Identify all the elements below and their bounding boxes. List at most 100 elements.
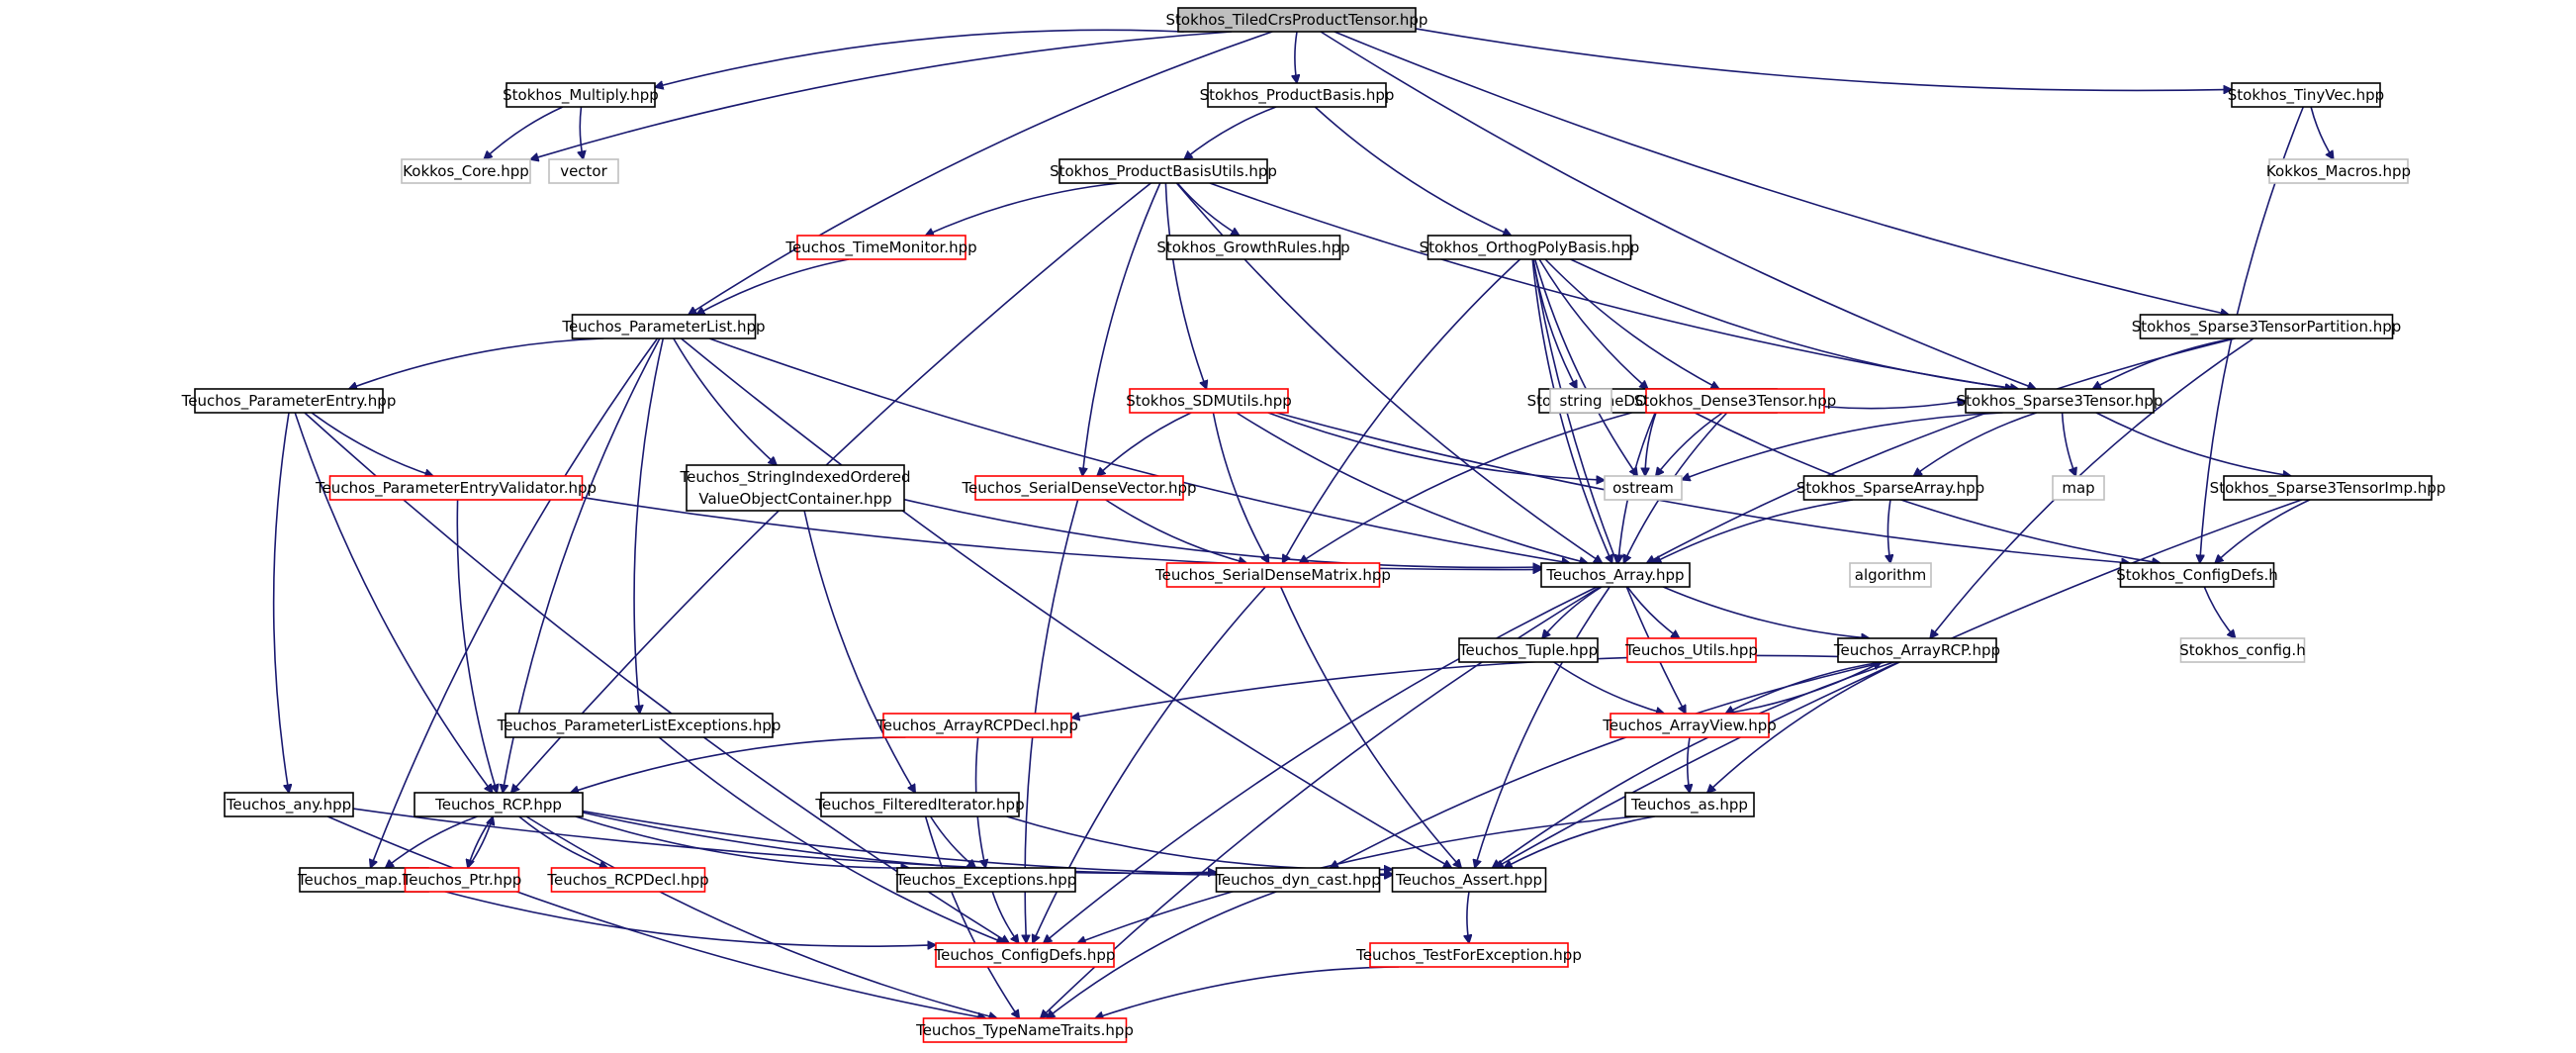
- node-label: Stokhos_ProductBasisUtils.hpp: [1050, 162, 1277, 181]
- edge-arrayrcp-to-as: [1707, 661, 1900, 793]
- node-s3timp[interactable]: Stokhos_Sparse3TensorImp.hpp: [2210, 475, 2446, 501]
- node-ostream[interactable]: ostream: [1604, 475, 1683, 501]
- node-label: Teuchos_ParameterEntry.hpp: [181, 392, 397, 411]
- edge-root-to-sparse3: [1320, 31, 2036, 389]
- node-timemonitor[interactable]: Teuchos_TimeMonitor.hpp: [784, 235, 977, 260]
- node-dense3[interactable]: Stokhos_Dense3Tensor.hpp: [1634, 388, 1837, 414]
- node-box: [224, 792, 354, 817]
- node-assert[interactable]: Teuchos_Assert.hpp: [1391, 867, 1547, 893]
- node-sparsearray[interactable]: Stokhos_SparseArray.hpp: [1796, 475, 1984, 501]
- node-growth[interactable]: Stokhos_GrowthRules.hpp: [1156, 235, 1350, 260]
- node-sparse3[interactable]: Stokhos_Sparse3Tensor.hpp: [1957, 388, 2163, 414]
- node-kokkoscore[interactable]: Kokkos_Core.hpp: [401, 158, 531, 184]
- node-algorithm[interactable]: algorithm: [1849, 562, 1932, 588]
- node-rcp[interactable]: Teuchos_RCP.hpp: [414, 792, 584, 817]
- node-label: Teuchos_ArrayRCP.hpp: [1833, 641, 2000, 660]
- node-s3tp[interactable]: Stokhos_Sparse3TensorPartition.hpp: [2132, 314, 2402, 339]
- edge-s3timp-to-assert: [1495, 499, 2302, 868]
- node-label: vector: [560, 162, 607, 180]
- node-sdm[interactable]: Teuchos_SerialDenseMatrix.hpp: [1154, 562, 1391, 588]
- node-label: algorithm: [1855, 566, 1926, 584]
- node-box: [1165, 235, 1341, 260]
- node-stokconfig[interactable]: Stokhos_config.h: [2179, 637, 2306, 663]
- node-as[interactable]: Teuchos_as.hpp: [1624, 792, 1755, 817]
- node-map[interactable]: map: [2052, 475, 2105, 501]
- node-label: Teuchos_TestForException.hpp: [1355, 946, 1582, 965]
- node-arrayrcp[interactable]: Teuchos_ArrayRCP.hpp: [1833, 637, 2000, 663]
- edge-as-to-configdefs_t: [1077, 815, 1637, 943]
- edge-plist-to-tmap: [371, 337, 659, 868]
- node-pev[interactable]: Teuchos_ParameterEntryValidator.hpp: [315, 475, 597, 501]
- edge-rcp-to-typename: [525, 815, 997, 1018]
- node-box: [1215, 867, 1381, 893]
- node-label: Stokhos_GrowthRules.hpp: [1156, 239, 1349, 257]
- edge-plist-to-assert: [680, 337, 1452, 868]
- edge-any-to-typename: [326, 815, 986, 1018]
- node-arrayview[interactable]: Teuchos_ArrayView.hpp: [1602, 713, 1777, 738]
- node-ptr[interactable]: Teuchos_Ptr.hpp: [402, 867, 522, 893]
- node-label: Stokhos_SparseArray.hpp: [1796, 479, 1984, 498]
- edge-sdv-to-sdm: [1105, 499, 1247, 563]
- node-label: Stokhos_ProductBasis.hpp: [1200, 86, 1395, 105]
- node-prodbasis[interactable]: Stokhos_ProductBasis.hpp: [1200, 82, 1395, 108]
- edge-pentry-to-pev: [311, 412, 433, 476]
- node-box: [1540, 562, 1691, 588]
- node-root[interactable]: Stokhos_TiledCrsProductTensor.hpp: [1166, 7, 1428, 33]
- edge-sparsearray-to-array: [1653, 499, 1854, 564]
- edge-onedortho-to-ostream: [1645, 412, 1657, 476]
- node-plist[interactable]: Teuchos_ParameterList.hpp: [561, 314, 766, 339]
- edge-sdmutils-to-sdv: [1097, 412, 1192, 476]
- node-array[interactable]: Teuchos_Array.hpp: [1540, 562, 1691, 588]
- node-plexc[interactable]: Teuchos_ParameterListExceptions.hpp: [497, 713, 782, 738]
- node-any[interactable]: Teuchos_any.hpp: [224, 792, 354, 817]
- node-box: [686, 464, 905, 512]
- node-box: [2179, 637, 2306, 663]
- edge-array-to-assert: [1475, 586, 1610, 868]
- edge-rcp-to-dyncast: [582, 812, 1217, 873]
- node-label: Kokkos_Macros.hpp: [2266, 162, 2411, 181]
- node-orthopoly[interactable]: Stokhos_OrthogPolyBasis.hpp: [1420, 235, 1640, 260]
- node-box: [548, 158, 619, 184]
- node-tuple[interactable]: Teuchos_Tuple.hpp: [1458, 637, 1599, 663]
- edge-plexc-to-configdefs_t: [658, 736, 1005, 943]
- edge-onedortho-to-sdm: [1300, 412, 1632, 563]
- node-string[interactable]: string: [1549, 388, 1612, 414]
- node-tinyvec[interactable]: Stokhos_TinyVec.hpp: [2228, 82, 2384, 108]
- node-multiply[interactable]: Stokhos_Multiply.hpp: [503, 82, 659, 108]
- edge-sdmutils-to-array: [1236, 412, 1588, 563]
- node-box: [1549, 388, 1612, 414]
- node-label: Teuchos_Ptr.hpp: [402, 871, 522, 890]
- node-testexc[interactable]: Teuchos_TestForException.hpp: [1355, 942, 1582, 968]
- node-arcpdecl[interactable]: Teuchos_ArrayRCPDecl.hpp: [875, 713, 1078, 738]
- node-dyncast[interactable]: Teuchos_dyn_cast.hpp: [1214, 867, 1381, 893]
- node-pbutils[interactable]: Stokhos_ProductBasisUtils.hpp: [1050, 158, 1277, 184]
- edge-plist-to-pentry: [349, 337, 604, 389]
- node-rcpdecl[interactable]: Teuchos_RCPDecl.hpp: [546, 867, 709, 893]
- node-box: [974, 475, 1184, 501]
- edge-tuple-to-arrayview: [1553, 661, 1665, 714]
- edge-arcpdecl-to-rcp: [571, 736, 906, 793]
- node-pentry[interactable]: Teuchos_ParameterEntry.hpp: [181, 388, 397, 414]
- node-exceptions[interactable]: Teuchos_Exceptions.hpp: [895, 867, 1077, 893]
- node-label: Stokhos_Dense3Tensor.hpp: [1634, 392, 1837, 411]
- edge-orthopoly-to-onedortho: [1538, 258, 1648, 389]
- node-box: [820, 792, 1020, 817]
- edge-root-to-tinyvec: [1415, 28, 2232, 91]
- node-box: [1129, 388, 1289, 414]
- edge-rcp-to-exceptions: [575, 815, 909, 868]
- node-vector[interactable]: vector: [548, 158, 619, 184]
- node-filtit[interactable]: Teuchos_FilteredIterator.hpp: [814, 792, 1025, 817]
- node-utils[interactable]: Teuchos_Utils.hpp: [1624, 637, 1758, 663]
- node-sdv[interactable]: Teuchos_SerialDenseVector.hpp: [961, 475, 1197, 501]
- node-configdefs_t[interactable]: Teuchos_ConfigDefs.hpp: [934, 942, 1116, 968]
- node-sioc[interactable]: Teuchos_StringIndexedOrderedValueObjectC…: [680, 464, 911, 512]
- node-sdmutils[interactable]: Stokhos_SDMUtils.hpp: [1126, 388, 1292, 414]
- edge-orthopoly-to-sdm: [1282, 258, 1521, 563]
- node-kokkosmacros[interactable]: Kokkos_Macros.hpp: [2266, 158, 2411, 184]
- node-configdefs_s[interactable]: Stokhos_ConfigDefs.h: [2116, 562, 2278, 588]
- node-box: [1391, 867, 1547, 893]
- nodes-layer: Stokhos_TiledCrsProductTensor.hppStokhos…: [181, 7, 2446, 1043]
- node-typename[interactable]: Teuchos_TypeNameTraits.hpp: [915, 1017, 1134, 1043]
- node-label: string: [1559, 392, 1602, 410]
